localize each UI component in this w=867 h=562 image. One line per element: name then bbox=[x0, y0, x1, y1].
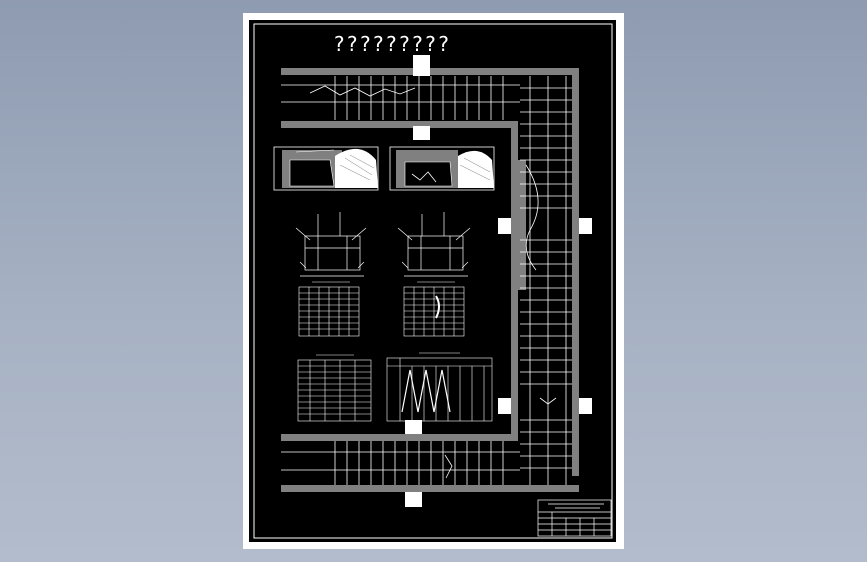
drawing-frame bbox=[253, 23, 613, 539]
schedule-table bbox=[297, 354, 372, 422]
top-tunnel-section bbox=[281, 55, 579, 140]
cycle-chart bbox=[386, 352, 493, 422]
bottom-tunnel-section bbox=[281, 420, 579, 507]
right-tunnel-section bbox=[498, 68, 592, 490]
face-profile-left bbox=[273, 146, 379, 191]
support-section-right bbox=[397, 212, 471, 277]
drawing-title: ????????? bbox=[333, 32, 451, 56]
support-section-left bbox=[295, 212, 367, 277]
drawing-area bbox=[249, 20, 616, 542]
blast-table-left bbox=[298, 281, 360, 337]
blast-table-right bbox=[403, 281, 465, 337]
title-block bbox=[537, 499, 612, 537]
face-profile-right bbox=[389, 146, 495, 191]
